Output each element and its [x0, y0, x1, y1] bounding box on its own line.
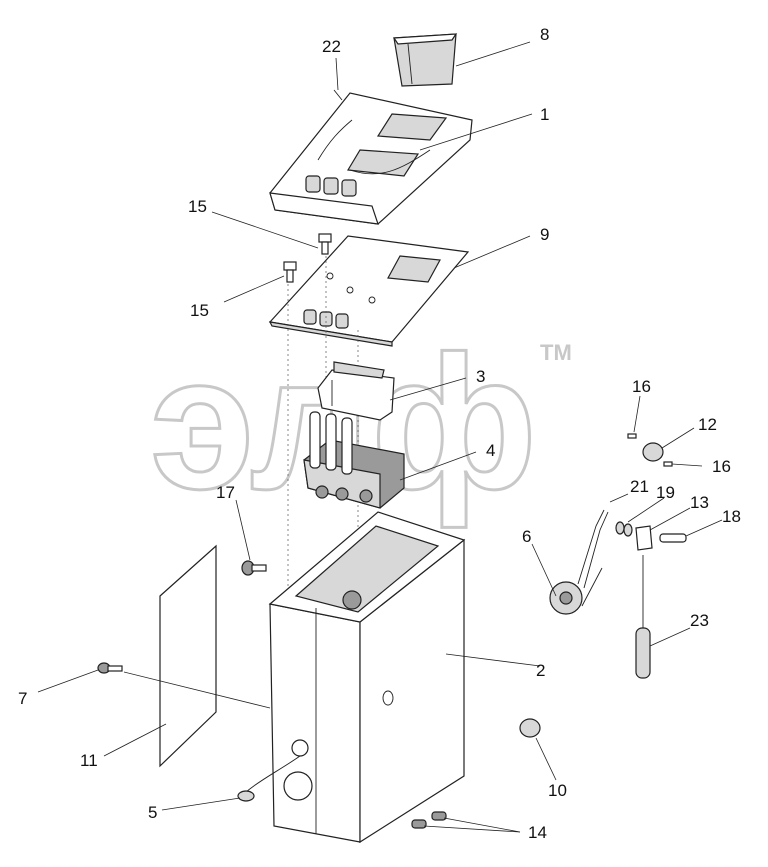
- part-10-plug: [519, 718, 541, 738]
- callout-10: 10: [548, 781, 567, 800]
- callout-17: 17: [216, 483, 235, 502]
- callout-15-top: 15: [188, 197, 207, 216]
- leader-lines: [37, 41, 723, 833]
- callout-21: 21: [630, 477, 649, 496]
- callout-5: 5: [148, 803, 157, 822]
- part-18-pin: [659, 533, 687, 543]
- part-22-pin: [333, 89, 343, 101]
- part-11-side-panel: [159, 544, 217, 768]
- part-1-top-cover: [269, 92, 473, 225]
- part-9-plate: [268, 235, 470, 347]
- callout-3: 3: [476, 367, 485, 386]
- callout-23: 23: [690, 611, 709, 630]
- callout-1: 1: [540, 105, 549, 124]
- callout-11: 11: [80, 751, 98, 770]
- callout-16-right: 16: [712, 457, 731, 476]
- callout-16-top: 16: [632, 377, 651, 396]
- callout-12: 12: [698, 415, 717, 434]
- part-5-hose: [245, 755, 301, 793]
- callout-13: 13: [690, 493, 709, 512]
- part-7-screw: [97, 662, 123, 674]
- callouts: 8 22 1 15 9 15 3 16 12 4 16 17 21 19 13 …: [18, 25, 741, 842]
- part-8-box: [392, 33, 458, 87]
- callout-7: 7: [18, 689, 27, 708]
- callout-2: 2: [536, 661, 545, 680]
- callout-19: 19: [656, 483, 675, 502]
- part-12-bracket: [642, 442, 664, 462]
- part-3-bracket: [317, 361, 395, 421]
- part-2-cabinet: [268, 511, 466, 844]
- part-23-handle: [635, 555, 651, 679]
- callout-22: 22: [322, 37, 341, 56]
- callout-15-bottom: 15: [190, 301, 209, 320]
- callout-18: 18: [722, 507, 741, 526]
- part-13-clip: [635, 525, 653, 551]
- callout-14: 14: [528, 823, 547, 842]
- part-4-valve-block: [303, 411, 405, 509]
- part-19-washers: [615, 521, 633, 537]
- callout-8: 8: [540, 25, 549, 44]
- part-17-screw: [241, 560, 267, 576]
- callout-6: 6: [522, 527, 531, 546]
- callout-9: 9: [540, 225, 549, 244]
- part-15-bolts: [283, 233, 332, 283]
- part-6-lever-mechanism: [549, 509, 609, 615]
- callout-4: 4: [486, 441, 495, 460]
- watermark-trademark: TM: [540, 340, 572, 365]
- part-5-fitting: [237, 790, 255, 802]
